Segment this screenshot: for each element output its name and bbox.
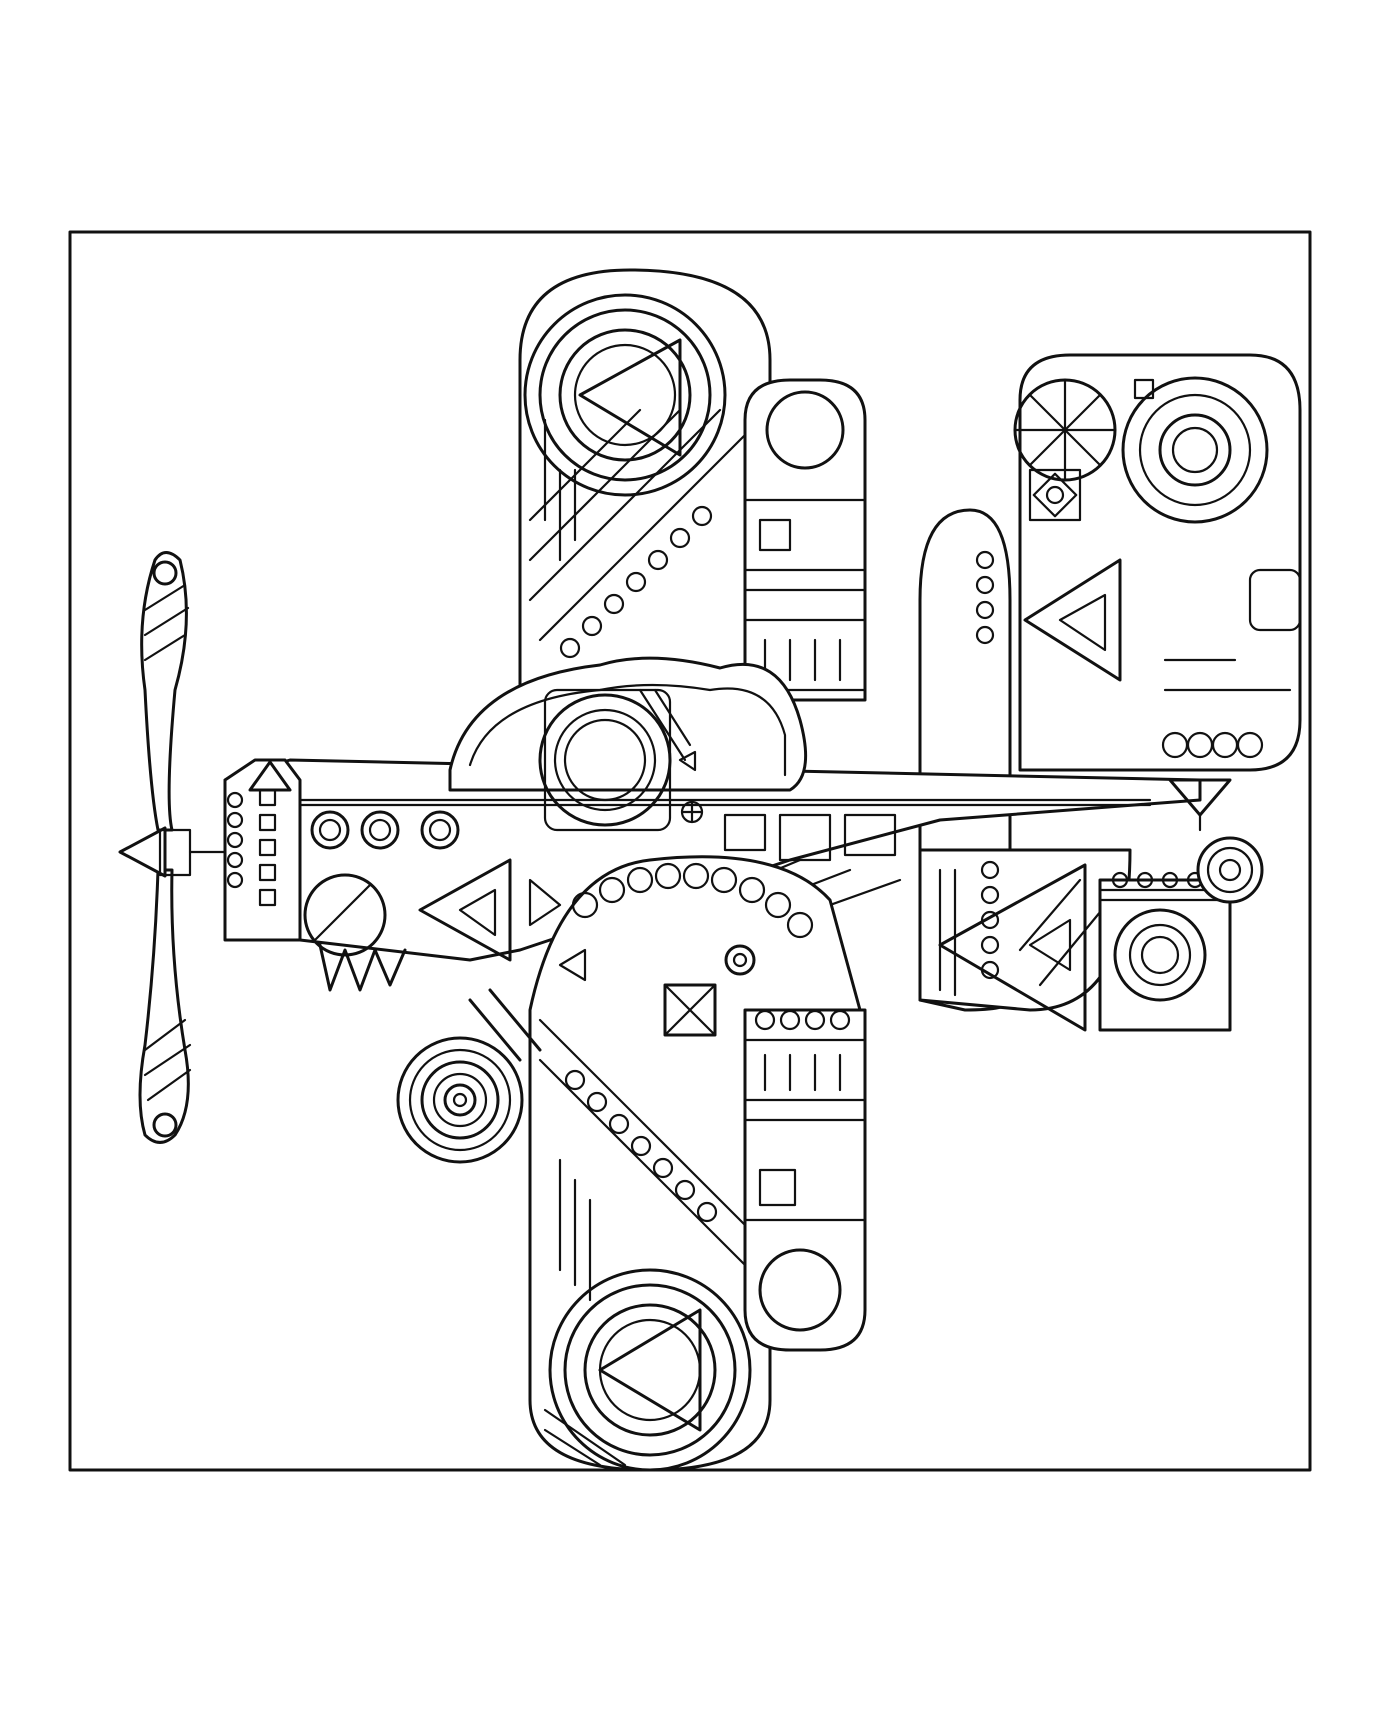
nose-cone-icon [223,758,302,942]
tail-wheel-icon [1196,836,1264,904]
landing-wheel-icon [396,988,542,1164]
tail-fin-icon [1013,353,1302,772]
lower-wing-icon [528,855,867,1472]
propeller-icon [118,551,227,1144]
tail-plane-icon [918,508,1232,1032]
frame-icon [68,230,1312,1472]
cockpit-icon [448,656,808,832]
upper-wing-icon [518,268,867,702]
